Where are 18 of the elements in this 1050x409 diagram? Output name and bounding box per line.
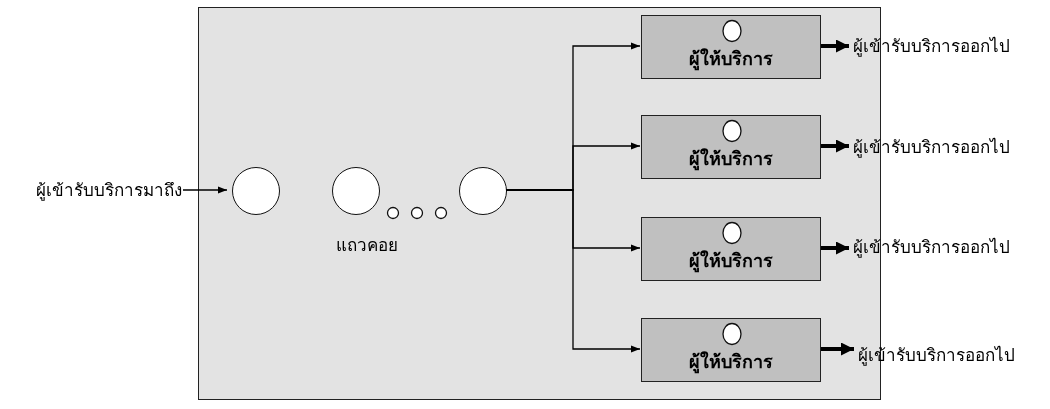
server-box <box>641 318 821 382</box>
server-box <box>641 217 821 281</box>
queue-label: แถวคอย <box>336 235 398 256</box>
arrow <box>182 186 228 194</box>
arrow <box>821 342 854 356</box>
arrow <box>821 39 849 53</box>
arrow <box>821 241 849 255</box>
server-label: ผู้ให้บริการ <box>688 351 774 373</box>
server-box <box>641 15 821 79</box>
customer-circle <box>232 167 280 215</box>
customer-circle <box>459 167 507 215</box>
customer-circle <box>332 167 380 215</box>
arrival-label: ผู้เข้ารับบริการมาถึง <box>0 176 182 204</box>
server-label: ผู้ให้บริการ <box>688 148 774 170</box>
server-label: ผู้ให้บริการ <box>688 48 774 70</box>
server-label: ผู้ให้บริการ <box>688 250 774 272</box>
server-box <box>641 115 821 179</box>
arrow <box>821 139 849 153</box>
